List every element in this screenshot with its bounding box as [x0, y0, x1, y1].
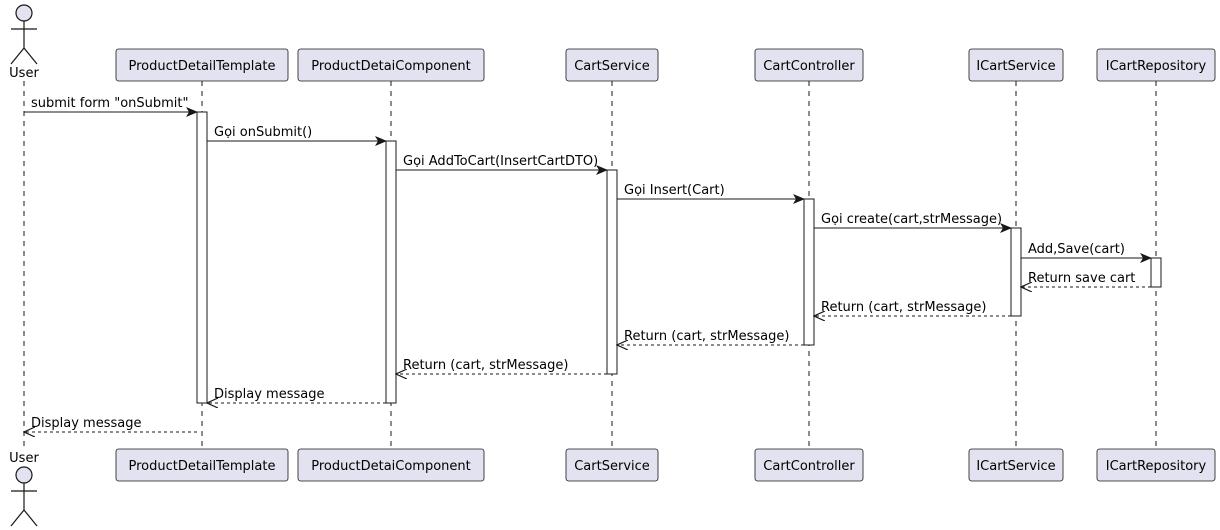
- participant-box-icsvc-bottom: [968, 448, 1064, 482]
- message-9: Return (cart, strMessage): [617, 329, 804, 345]
- participant-box-tmpl-bottom: [115, 448, 289, 482]
- activation-bar-tmpl: [196, 111, 208, 404]
- participant-label-icsvc-bottom: ICartService: [976, 459, 1055, 474]
- participant-label-ctrl-top: CartController: [763, 59, 855, 74]
- participant-box-comp-top: [297, 48, 485, 82]
- message-label: Display message: [31, 416, 141, 431]
- participant-label-irepo-bottom: ICartRepository: [1106, 459, 1207, 474]
- actor-icon-bottom: [10, 466, 38, 527]
- message-11: Display message: [207, 387, 386, 403]
- message-7: Return save cart: [1021, 271, 1151, 287]
- actor-leg-left: [10, 47, 25, 65]
- participant-box-icsvc-top: [968, 48, 1064, 82]
- actor-icon-top: [10, 4, 38, 65]
- actor-leg-right: [23, 47, 38, 65]
- participant-label-comp-top: ProductDetaiComponent: [311, 59, 471, 74]
- participant-label-comp-bottom: ProductDetaiComponent: [311, 459, 471, 474]
- message-label: Return (cart, strMessage): [821, 300, 986, 315]
- message-3: Gọi AddToCart(InsertCartDTO): [396, 154, 608, 175]
- message-label: submit form "onSubmit": [31, 96, 188, 111]
- message-4: Gọi Insert(Cart): [617, 183, 805, 204]
- actor-leg-left: [10, 509, 25, 527]
- participant-label-tmpl-bottom: ProductDetailTemplate: [129, 459, 276, 474]
- activation-bar-irepo: [1150, 257, 1162, 288]
- participant-box-irepo-bottom: [1096, 448, 1216, 482]
- participant-label-tmpl-top: ProductDetailTemplate: [129, 59, 276, 74]
- participant-box-tmpl-top: [115, 48, 289, 82]
- participant-box-csvc-bottom: [565, 448, 659, 482]
- message-label: Gọi AddToCart(InsertCartDTO): [403, 154, 598, 169]
- message-10: Return (cart, strMessage): [396, 358, 607, 374]
- message-label: Gọi Insert(Cart): [624, 183, 725, 198]
- participant-label-user-top: User: [9, 66, 39, 81]
- participant-label-csvc-bottom: CartService: [574, 459, 650, 474]
- message-2: Gọi onSubmit(): [207, 125, 387, 146]
- participant-label-user-bottom: User: [9, 451, 39, 466]
- activation-bar-icsvc: [1010, 227, 1022, 317]
- message-label: Return (cart, strMessage): [624, 329, 789, 344]
- message-label: Gọi onSubmit(): [214, 125, 312, 140]
- message-label: Return (cart, strMessage): [403, 358, 568, 373]
- activation-bar-csvc: [606, 169, 618, 375]
- participant-label-irepo-top: ICartRepository: [1106, 59, 1207, 74]
- participant-box-comp-bottom: [297, 448, 485, 482]
- participant-box-ctrl-bottom: [754, 448, 864, 482]
- message-label: Gọi create(cart,strMessage): [821, 212, 1002, 227]
- participant-box-irepo-top: [1096, 48, 1216, 82]
- activation-bar-comp: [385, 140, 397, 404]
- participant-box-ctrl-top: [754, 48, 864, 82]
- message-8: Return (cart, strMessage): [814, 300, 1011, 316]
- participant-label-icsvc-top: ICartService: [976, 59, 1055, 74]
- participant-label-csvc-top: CartService: [574, 59, 650, 74]
- message-6: Add,Save(cart): [1021, 242, 1152, 263]
- activation-bar-ctrl: [803, 198, 815, 346]
- actor-head: [15, 4, 33, 22]
- message-label: Add,Save(cart): [1028, 242, 1125, 257]
- message-1: submit form "onSubmit": [24, 96, 198, 117]
- message-label: Return save cart: [1028, 271, 1135, 286]
- actor-leg-right: [23, 509, 38, 527]
- participant-box-csvc-top: [565, 48, 659, 82]
- message-label: Display message: [214, 387, 324, 402]
- message-12: Display message: [24, 416, 197, 432]
- message-5: Gọi create(cart,strMessage): [814, 212, 1012, 233]
- participant-label-ctrl-bottom: CartController: [763, 459, 855, 474]
- actor-head: [15, 466, 33, 484]
